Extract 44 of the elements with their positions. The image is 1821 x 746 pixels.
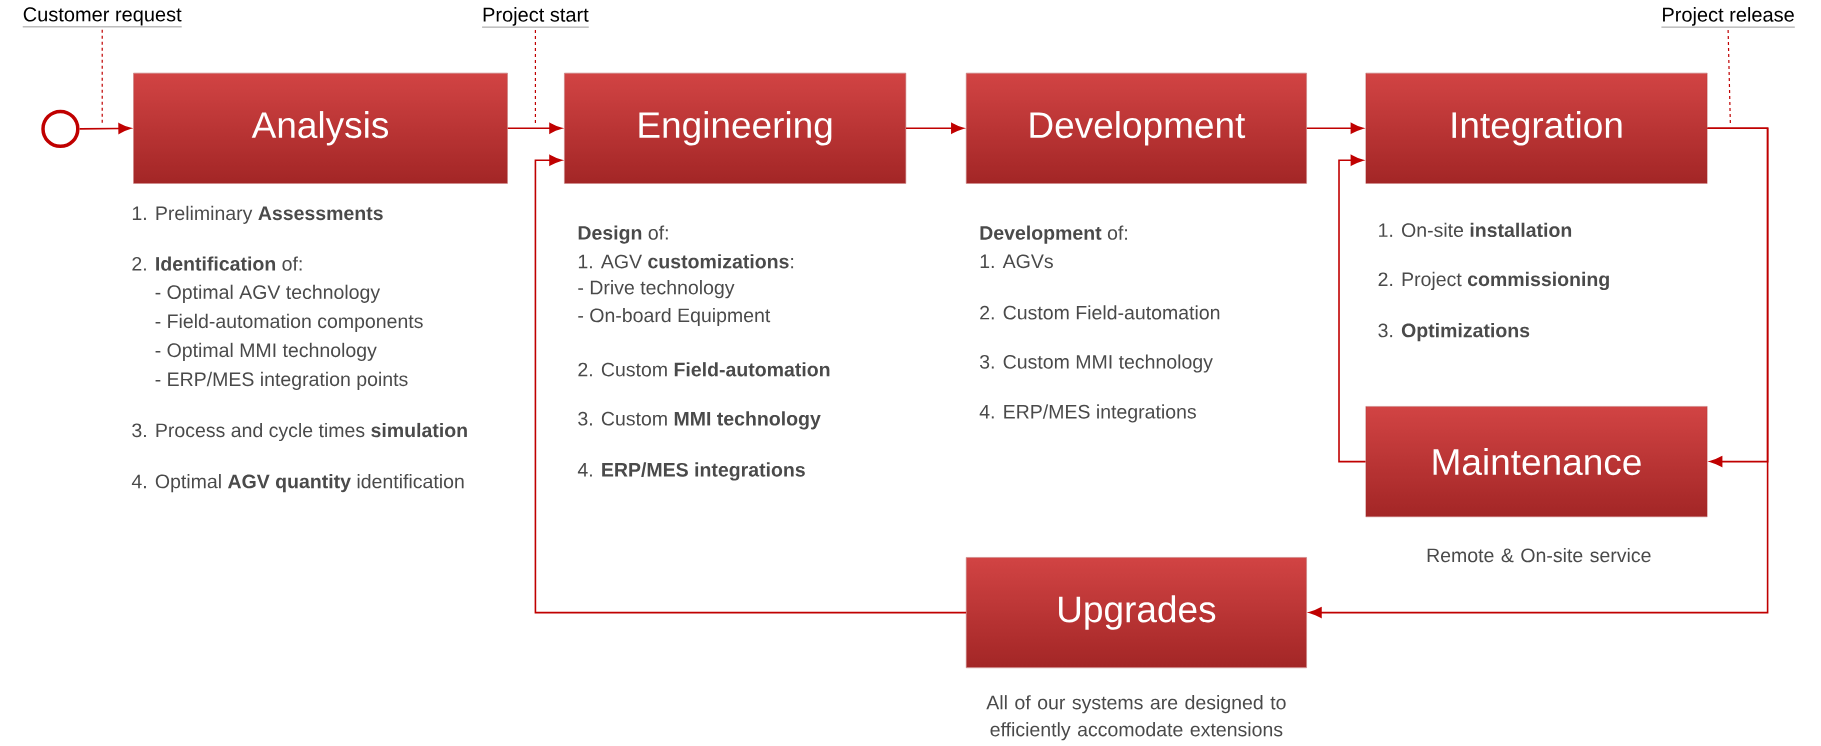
arrow xyxy=(78,123,131,134)
arrow xyxy=(534,154,967,614)
process-box: Development xyxy=(966,72,1307,184)
process-box: Analysis xyxy=(133,72,508,184)
milestone-label: Project release xyxy=(1661,7,1795,28)
process-box: Maintenance xyxy=(1365,406,1708,517)
list-item: - Field-automation components xyxy=(155,313,423,332)
list-item: 1. On-site installation xyxy=(1379,222,1572,238)
caption-text: All of our systems are designed to efficiently accomodate extensions xyxy=(986,695,1286,741)
list-item: 3. Custom MMI technology xyxy=(578,411,821,430)
leader-line xyxy=(534,29,536,126)
process-box: Upgrades xyxy=(966,557,1307,668)
list-item: 2. Custom Field-automation xyxy=(578,362,830,377)
arrow xyxy=(1309,127,1769,618)
list-item: 4. ERP/MES integrations xyxy=(979,404,1196,423)
list-item: 3. Optimizations xyxy=(1378,323,1530,342)
list-item: 2. Custom Field-automation xyxy=(980,305,1220,320)
list-item: 1. AGVs xyxy=(980,254,1053,269)
list-item: Development of: xyxy=(980,225,1127,244)
list-item: - Optimal AGV technology xyxy=(155,284,381,303)
milestone-label: Customer request xyxy=(22,7,182,28)
list-item: 2. Project commissioning xyxy=(1378,271,1609,291)
list-item: - Drive technology xyxy=(578,280,735,299)
leader-line xyxy=(1727,29,1731,126)
list-item: - Optimal MMI technology xyxy=(155,342,377,361)
list-item: 1. Preliminary Assessments xyxy=(132,205,383,224)
process-box: Integration xyxy=(1365,72,1708,184)
arrow xyxy=(905,122,964,134)
list-item: - On-board Equipment xyxy=(578,307,771,327)
list-item: - ERP/MES integration points xyxy=(155,371,408,390)
arrow xyxy=(1305,122,1364,134)
list-item: 3. Process and cycle times simulation xyxy=(132,422,467,442)
arrow xyxy=(1338,154,1367,463)
list-item: 1. AGV customizations: xyxy=(578,254,794,269)
list-item: 4. ERP/MES integrations xyxy=(577,462,805,481)
start-circle xyxy=(41,109,80,149)
list-item: Design of: xyxy=(578,225,668,244)
list-item: 3. Custom MMI technology xyxy=(979,354,1213,373)
arrow xyxy=(506,122,562,134)
list-item: 4. Optimal AGV quantity identification xyxy=(131,474,464,493)
process-box: Engineering xyxy=(564,72,906,184)
milestone-label: Project start xyxy=(481,7,589,28)
caption-text: Remote & On-site service xyxy=(1427,547,1651,563)
list-item: 2. Identification of: xyxy=(132,256,302,271)
